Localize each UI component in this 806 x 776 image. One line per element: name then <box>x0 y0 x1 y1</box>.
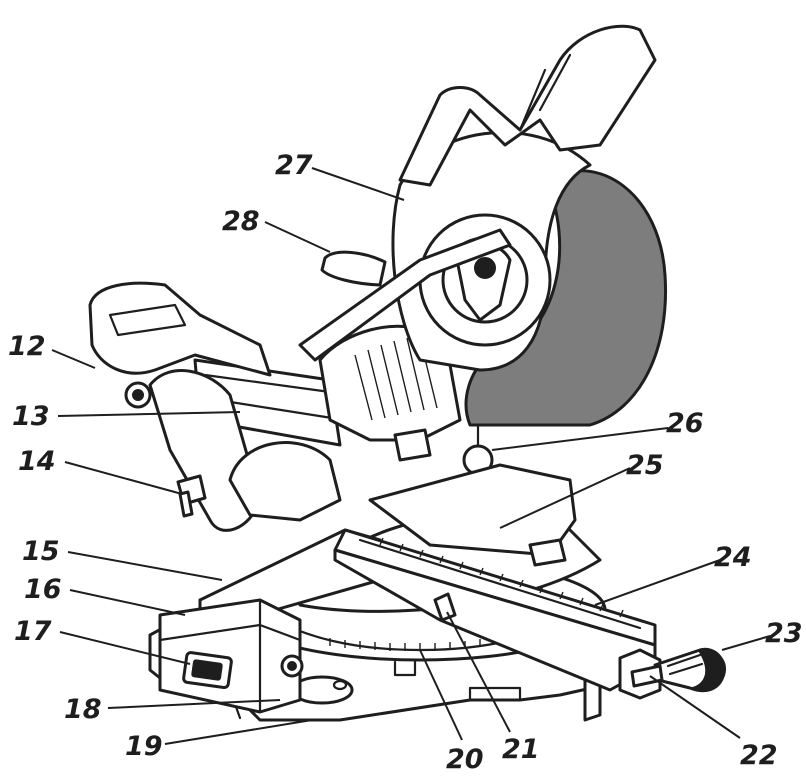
callout-21: 21 <box>502 734 540 765</box>
slide-rails <box>148 358 342 532</box>
leader-18 <box>107 699 281 709</box>
leader-21 <box>446 611 511 733</box>
callout-12: 12 <box>8 331 46 362</box>
leader-12 <box>51 349 96 369</box>
callout-17: 17 <box>14 616 52 647</box>
miter-handle <box>618 647 726 700</box>
callout-18: 18 <box>64 694 102 725</box>
callout-25: 25 <box>626 450 664 481</box>
rear-lock-knob <box>176 474 207 518</box>
callout-14: 14 <box>18 446 56 477</box>
callout-23: 23 <box>765 618 803 649</box>
miter-lock-lever <box>433 592 457 622</box>
leader-25 <box>499 467 631 529</box>
blade-guard <box>464 169 668 427</box>
top-handle <box>398 24 657 187</box>
bevel-lock-knob <box>280 654 304 678</box>
leader-19 <box>164 719 313 745</box>
right-fence <box>333 528 657 692</box>
leader-28 <box>264 221 331 253</box>
leader-14 <box>64 461 183 495</box>
leader-23 <box>721 635 771 651</box>
bevel-pivot <box>393 423 494 476</box>
callout-15: 15 <box>22 536 60 567</box>
leader-27 <box>311 167 405 201</box>
leader-16 <box>69 589 186 616</box>
leader-22 <box>649 675 741 739</box>
leader-26 <box>491 427 669 451</box>
rear-handle <box>88 281 272 409</box>
callout-20: 20 <box>446 744 484 775</box>
kerf-plate <box>368 463 577 567</box>
side-handle-block <box>158 598 302 714</box>
callout-28: 28 <box>222 206 260 237</box>
leader-lines <box>51 167 771 745</box>
leader-13 <box>57 411 241 417</box>
callout-26: 26 <box>666 408 704 439</box>
callout-16: 16 <box>24 574 62 605</box>
leader-15 <box>67 551 223 581</box>
callout-19: 19 <box>125 731 163 762</box>
callout-13: 13 <box>12 401 50 432</box>
callout-27: 27 <box>275 150 313 181</box>
leader-20 <box>419 649 463 741</box>
callout-labels: 12 13 14 15 16 17 18 19 20 21 22 23 24 2… <box>8 150 803 775</box>
leader-17 <box>59 631 191 665</box>
guard-link-arm <box>298 228 512 362</box>
callout-22: 22 <box>740 740 778 771</box>
callout-24: 24 <box>714 542 752 573</box>
leader-24 <box>594 559 721 606</box>
